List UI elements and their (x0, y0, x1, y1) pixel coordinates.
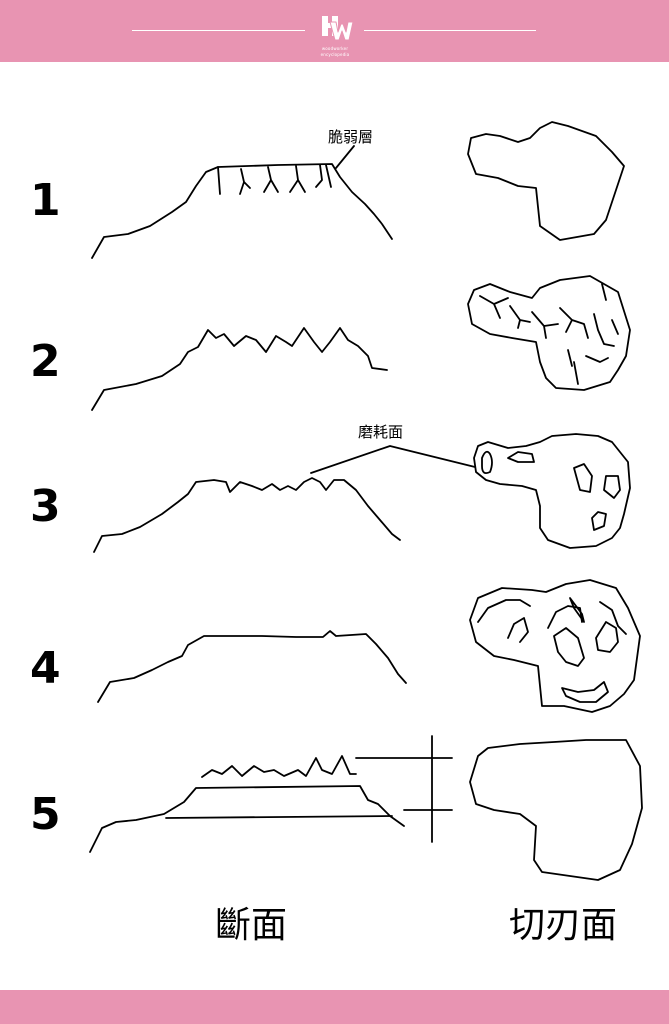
brittle-layer-label: 脆弱層 (328, 128, 374, 146)
section-profile-4 (97, 630, 407, 703)
section-profile-2 (91, 327, 388, 411)
row-number-1: 1 (30, 175, 61, 226)
section-profile-1 (91, 145, 393, 259)
row-number-5: 5 (30, 789, 61, 840)
cutting-edge-column-title: 切刃面 (509, 905, 618, 946)
edge-wear-diagram: 1 2 3 4 5 脆弱層 磨耗面 斷面 切刃面 (0, 62, 669, 990)
header-bar: woodworker encyclopedia (0, 0, 669, 62)
header-rule-right (364, 30, 536, 31)
footer-bar (0, 990, 669, 1024)
header-rule-left (132, 30, 305, 31)
section-profile-5 (89, 735, 453, 853)
edge-shape-4 (469, 579, 641, 713)
edge-shape-1 (467, 121, 625, 241)
row-number-2: 2 (30, 336, 61, 387)
edge-shape-3 (473, 433, 631, 549)
edge-shape-2 (467, 275, 631, 391)
section-profile-3 (93, 445, 476, 553)
row-number-4: 4 (30, 643, 61, 694)
hw-logo-icon (322, 16, 354, 41)
edge-shape-5 (469, 739, 643, 881)
diagram-drawing (89, 121, 643, 881)
worn-surface-label: 磨耗面 (358, 423, 404, 441)
row-number-3: 3 (30, 481, 61, 532)
section-column-title: 斷面 (215, 905, 288, 946)
logo-caption: woodworker encyclopedia (320, 46, 350, 57)
